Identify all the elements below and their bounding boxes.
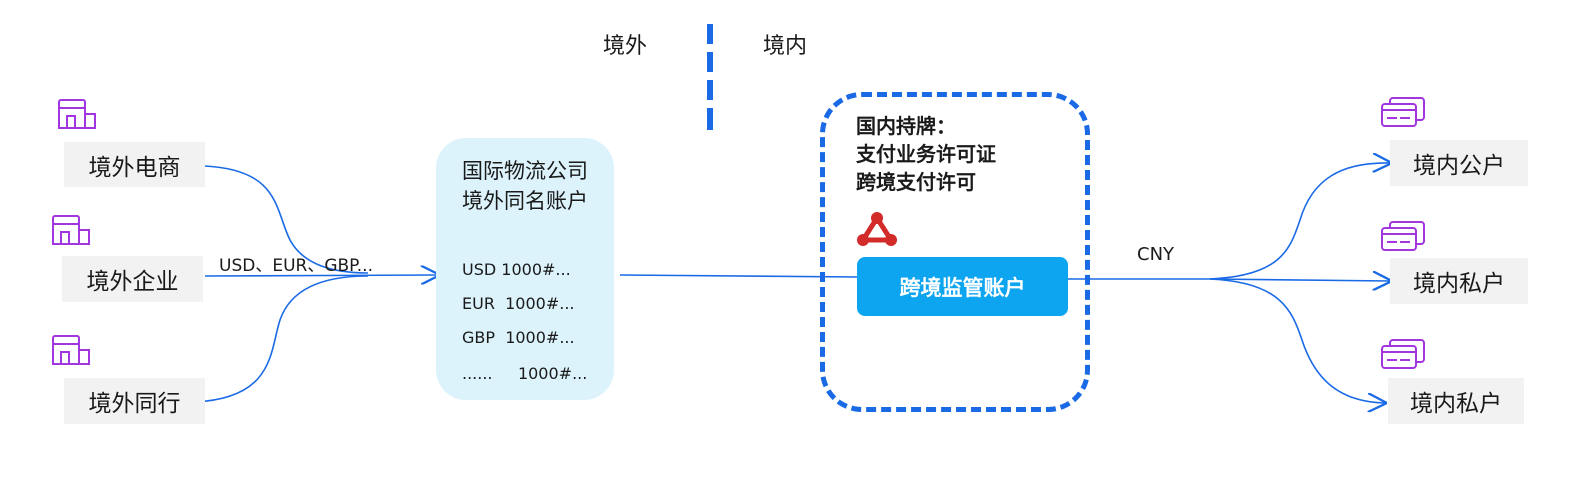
storefront-icon [52,335,90,365]
license-text: 国内持牌： 支付业务许可证 跨境支付许可 [856,112,996,196]
license-line1: 国内持牌： [856,114,956,138]
currency-label: USD、EUR、GBP... [219,256,373,276]
storefront-icon [58,99,96,129]
bank-card-icon [1381,339,1425,369]
license-line3: 跨境支付许可 [856,170,976,194]
dest-box-private-2: 境内私户 [1388,378,1524,424]
flow-line-private-1 [1209,279,1390,281]
onshore-label: 境内 [763,34,808,59]
region-divider [707,52,713,72]
account-row-usd: USD 1000#... [462,260,571,279]
dest-box-public: 境内公户 [1390,140,1528,186]
region-divider [707,108,713,130]
dest-box-private-1: 境内私户 [1390,258,1528,304]
offshore-label: 境外 [603,34,648,59]
intl-account-panel: 国际物流公司 境外同名账户 USD 1000#... EUR 1000#... … [436,138,614,400]
flow-line-private-2 [1209,278,1385,403]
account-row-gbp: GBP 1000#... [462,328,575,347]
source-box-ecommerce: 境外电商 [64,142,205,187]
supervise-account-box: 跨境监管账户 [857,257,1068,316]
regulated-frame [820,92,1090,412]
source-box-enterprise: 境外企业 [62,256,203,302]
intl-account-title: 国际物流公司 境外同名账户 [436,156,614,216]
account-row-eur: EUR 1000#... [462,294,575,313]
region-divider [707,80,713,100]
central-bank-logo-icon [857,212,897,246]
flow-line-enterprise [204,275,438,276]
account-row-more: ...... 1000#... [462,364,588,383]
source-box-peer: 境外同行 [64,378,205,424]
license-line2: 支付业务许可证 [856,142,996,166]
out-currency-label: CNY [1137,244,1175,265]
flow-line-peer [194,275,369,403]
bank-card-icon [1381,97,1425,127]
storefront-icon [52,215,90,245]
intl-account-title-line2: 境外同名账户 [462,189,588,213]
bank-card-icon [1381,221,1425,251]
flow-line-to-supervise [619,274,859,278]
flow-line-ecommerce [204,165,369,274]
region-divider [707,24,713,44]
intl-account-title-line1: 国际物流公司 [462,159,588,183]
flow-line-public [1209,163,1390,280]
